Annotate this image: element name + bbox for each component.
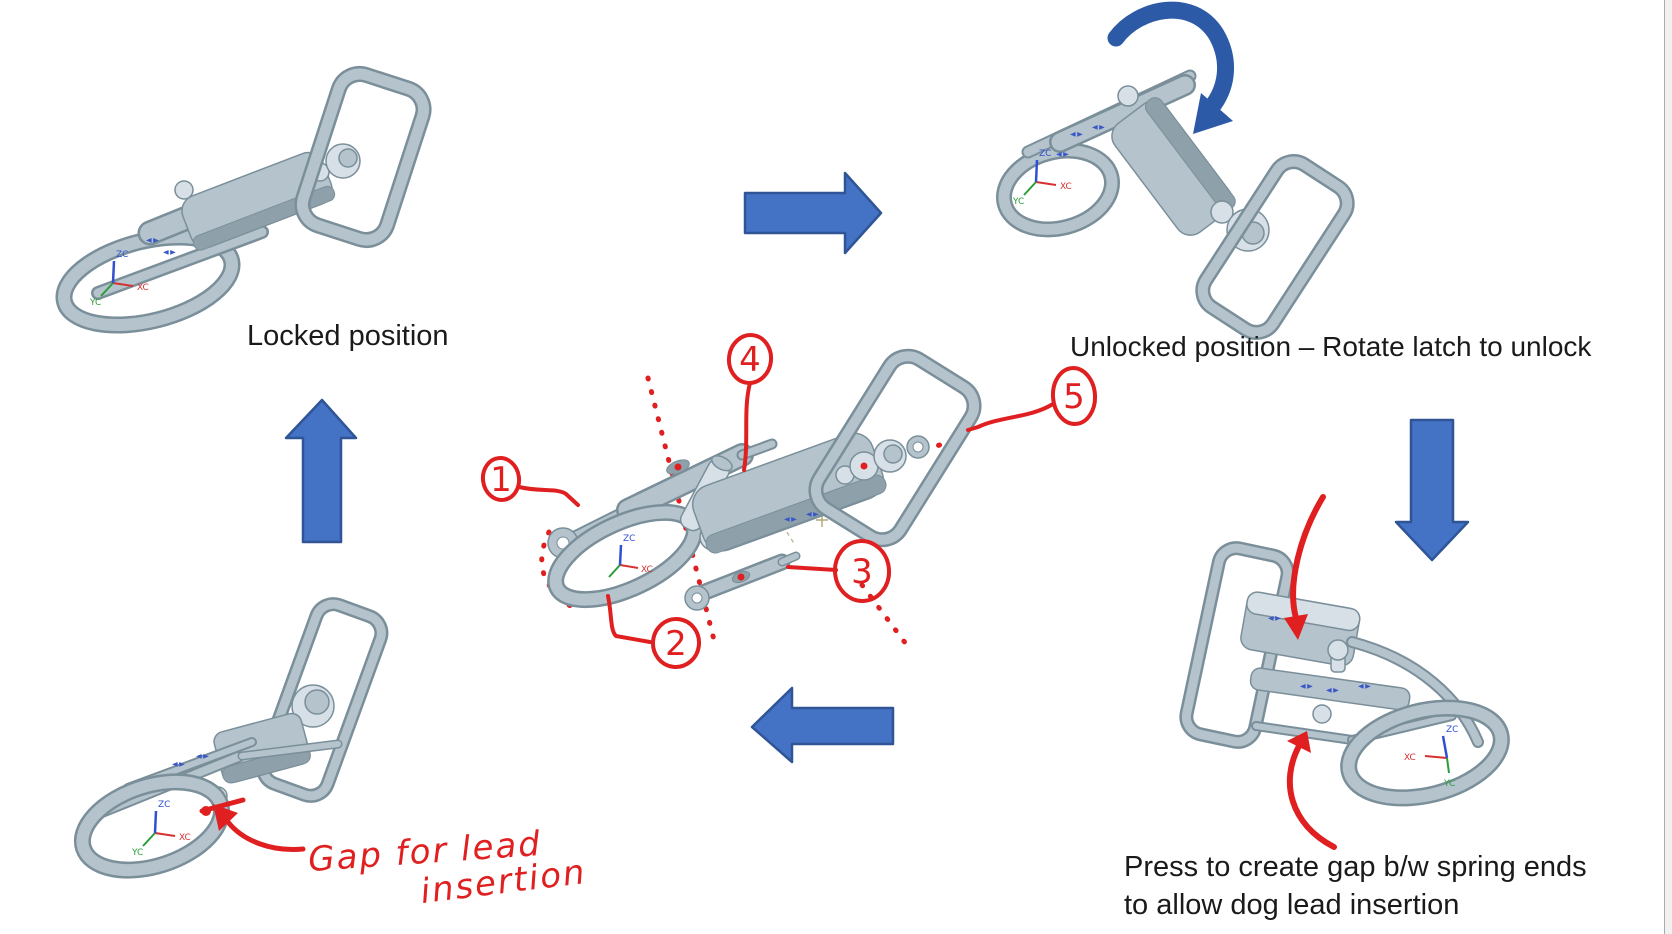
axis-x-label: XC xyxy=(179,833,191,843)
svg-text:2: 2 xyxy=(665,624,687,664)
plate-peg xyxy=(1117,85,1139,107)
constraint-mark xyxy=(163,250,176,255)
flow-arrow-left xyxy=(750,686,895,764)
press-annotation-arrow-top xyxy=(1284,494,1326,640)
part-label-3: 3 xyxy=(786,539,892,603)
axis-y-label: YC xyxy=(89,298,101,308)
axis-y-label: YC xyxy=(1012,197,1024,207)
o-ring xyxy=(995,142,1121,238)
buckle-frame xyxy=(255,597,389,803)
centerline xyxy=(539,529,575,610)
svg-text:5: 5 xyxy=(1063,377,1085,417)
axis-y-label: YC xyxy=(1443,779,1455,789)
part-label-1: 1 xyxy=(480,456,580,507)
axis-x-label: XC xyxy=(137,283,149,293)
figure-press-spring: XC YC ZC xyxy=(1179,494,1510,850)
gap-highlight xyxy=(199,797,246,816)
caption-locked-position: Locked position xyxy=(247,320,449,352)
axis-z-label: ZC xyxy=(1446,725,1458,735)
buckle-frame xyxy=(1195,154,1355,340)
axis-triad: XC YC ZC xyxy=(131,800,191,858)
svg-text:1: 1 xyxy=(490,460,512,500)
hole-mark xyxy=(674,463,682,471)
figure-locked-position: XC YC ZC xyxy=(55,65,432,334)
part-5-buckle-frame xyxy=(808,348,982,548)
figure-unlocked-position: XC YC ZC xyxy=(995,1,1355,340)
constraint-mark xyxy=(806,512,819,517)
constraint-mark xyxy=(1326,688,1339,693)
constraint-mark xyxy=(1070,132,1083,137)
plate-peg xyxy=(1327,639,1349,673)
latch-body xyxy=(213,712,311,784)
figure-exploded-view: ZC XC 1 2 3 4 5 xyxy=(480,333,1098,669)
constraint-mark xyxy=(1092,125,1105,130)
constraint-mark xyxy=(784,517,797,522)
axis-triad: XC YC ZC xyxy=(1012,149,1072,207)
caption-unlocked-position: Unlocked position – Rotate latch to unlo… xyxy=(1070,331,1592,362)
svg-text:3: 3 xyxy=(851,552,873,592)
svg-text:4: 4 xyxy=(739,340,761,380)
o-ring xyxy=(73,773,231,879)
plate-peg xyxy=(174,180,194,200)
axis-triad: XC YC ZC xyxy=(89,250,149,308)
o-ring xyxy=(55,228,241,334)
press-annotation-arrow-bottom xyxy=(1286,731,1337,850)
latch-lever xyxy=(91,225,269,300)
axis-triad: ZC XC xyxy=(608,534,653,578)
constraint-mark xyxy=(146,238,159,243)
hole-mark xyxy=(860,462,868,470)
caption-press-spring: Press to create gap b/w spring ends to a… xyxy=(1124,848,1587,924)
o-ring xyxy=(1340,699,1510,807)
axis-x-label: XC xyxy=(1404,753,1416,763)
axis-x-label: XC xyxy=(641,565,653,575)
gap-annotation-arrow xyxy=(213,804,306,852)
caption-press-line1: Press to create gap b/w spring ends xyxy=(1124,851,1587,883)
constraint-mark xyxy=(1056,152,1069,157)
constraint-mark xyxy=(1268,616,1281,621)
flow-arrow-right xyxy=(743,171,883,255)
figure-gap-insertion: XC YC ZC xyxy=(73,597,389,879)
buckle-frame xyxy=(294,65,432,249)
centerline xyxy=(859,582,915,655)
hinge-pin xyxy=(1312,704,1332,724)
hole-mark xyxy=(737,573,745,581)
constraint-mark xyxy=(1300,684,1313,689)
constraint-mark xyxy=(1358,684,1371,689)
latch-lever xyxy=(1021,69,1197,159)
axis-y-label: YC xyxy=(131,848,143,858)
axis-z-label: ZC xyxy=(116,250,128,260)
constraint-mark xyxy=(172,762,185,767)
swivel-knob xyxy=(291,684,335,728)
part-label-5: 5 xyxy=(966,366,1098,432)
axis-triad: XC YC ZC xyxy=(1404,725,1458,789)
outer-frame-arm xyxy=(1346,636,1484,748)
constraint-mark xyxy=(196,754,209,759)
axis-z-label: ZC xyxy=(1039,149,1051,159)
axis-z-label: ZC xyxy=(623,534,635,544)
part-label-2: 2 xyxy=(606,594,702,669)
axis-x-label: XC xyxy=(1060,182,1072,192)
rotation-arrow xyxy=(1107,1,1235,134)
caption-press-line2: to allow dog lead insertion xyxy=(1124,889,1460,921)
flow-arrow-up xyxy=(284,398,358,544)
swivel-knob-face xyxy=(883,444,903,464)
latch-body xyxy=(1111,97,1236,236)
flow-arrow-down xyxy=(1394,418,1470,562)
slide-right-gutter xyxy=(1664,0,1672,934)
part-label-4: 4 xyxy=(726,333,774,472)
axis-z-label: ZC xyxy=(158,800,170,810)
